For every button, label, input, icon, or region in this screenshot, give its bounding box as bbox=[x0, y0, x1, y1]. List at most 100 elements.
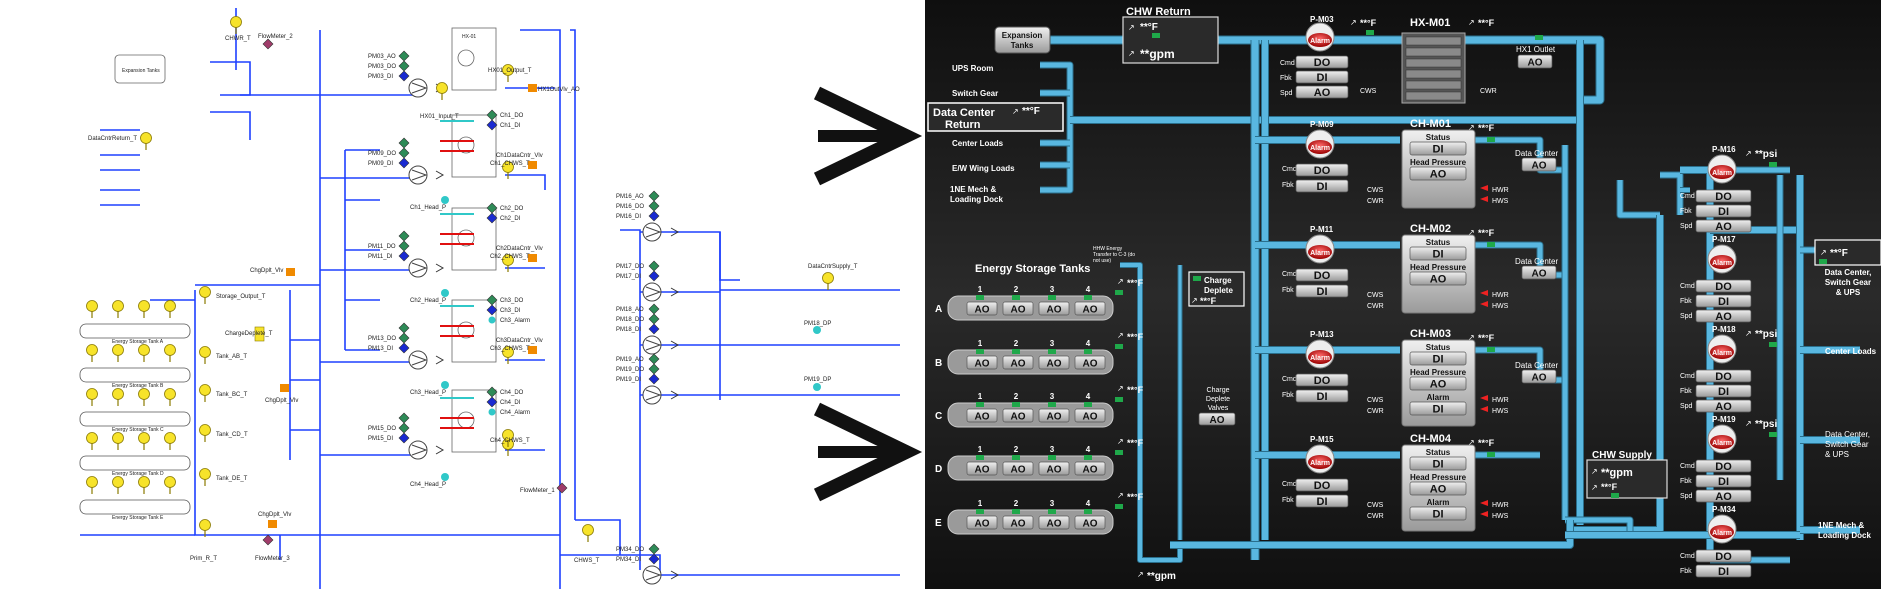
data-center-valve-box[interactable]: AO bbox=[1521, 369, 1557, 384]
tank-sensor[interactable] bbox=[86, 432, 98, 451]
hx01-output-sensor[interactable] bbox=[502, 64, 514, 83]
hx1-outlet-box[interactable]: AO bbox=[1517, 54, 1553, 69]
dist-di-diamond[interactable] bbox=[648, 553, 660, 565]
storage-cell-box[interactable]: AO bbox=[1038, 408, 1070, 423]
dist-di-diamond[interactable] bbox=[648, 270, 660, 282]
ch-chws-sensor[interactable] bbox=[502, 254, 514, 273]
chiller-alarm-box[interactable]: DI bbox=[1409, 506, 1467, 521]
pump-do-diamond[interactable] bbox=[398, 332, 410, 344]
dist-di-diamond[interactable] bbox=[648, 210, 660, 222]
left-pump-4[interactable] bbox=[408, 440, 428, 460]
dist-do-diamond[interactable] bbox=[648, 260, 660, 272]
chiller-cmd-box[interactable]: DO bbox=[1295, 373, 1349, 387]
flowmeter-3-icon[interactable] bbox=[262, 534, 274, 546]
chiller-fbk-box[interactable]: DI bbox=[1295, 494, 1349, 508]
storage-cell-box[interactable]: AO bbox=[1038, 515, 1070, 530]
tank-ab-sensor[interactable] bbox=[199, 346, 211, 365]
chiller-alarm-box[interactable]: DI bbox=[1409, 401, 1467, 416]
tank-sensor[interactable] bbox=[138, 388, 150, 407]
dist-di-diamond[interactable] bbox=[648, 373, 660, 385]
chiller-cmd-box[interactable]: DO bbox=[1295, 478, 1349, 492]
data-center-valve-box[interactable]: AO bbox=[1521, 265, 1557, 280]
chiller-status-box[interactable]: DI bbox=[1409, 351, 1467, 366]
chg-dplt-valve-3[interactable] bbox=[268, 520, 277, 528]
dist-row-box[interactable]: DO bbox=[1695, 369, 1752, 383]
tank-sensor[interactable] bbox=[164, 476, 176, 495]
storage-cell-box[interactable]: AO bbox=[1002, 461, 1034, 476]
tank-sensor[interactable] bbox=[86, 476, 98, 495]
dist-pump-1[interactable] bbox=[642, 282, 662, 302]
pump-ao-diamond[interactable] bbox=[398, 50, 410, 62]
storage-cell-box[interactable]: AO bbox=[1074, 355, 1106, 370]
pump-ao-diamond[interactable] bbox=[398, 322, 410, 334]
chiller-fbk-box[interactable]: DI bbox=[1295, 284, 1349, 298]
storage-cell-box[interactable]: AO bbox=[1074, 301, 1106, 316]
chiller-pump-alarm[interactable]: Alarm bbox=[1305, 234, 1335, 264]
dist-di-diamond[interactable] bbox=[648, 323, 660, 335]
dist-row-box[interactable]: DI bbox=[1695, 384, 1752, 398]
storage-cell-box[interactable]: AO bbox=[1074, 515, 1106, 530]
tank-bc-sensor[interactable] bbox=[199, 384, 211, 403]
tank-sensor[interactable] bbox=[138, 432, 150, 451]
prim-r-sensor[interactable] bbox=[199, 519, 211, 538]
pump-do-diamond[interactable] bbox=[398, 422, 410, 434]
left-pump-3[interactable] bbox=[408, 350, 428, 370]
dist-row-box[interactable]: DI bbox=[1695, 204, 1752, 218]
storage-output-sensor[interactable] bbox=[199, 286, 211, 305]
dist-row-box[interactable]: DI bbox=[1695, 294, 1752, 308]
tank-cd-sensor[interactable] bbox=[199, 424, 211, 443]
ch-chws-sensor[interactable] bbox=[502, 161, 514, 180]
pump-di-diamond[interactable] bbox=[398, 432, 410, 444]
dist-pump-alarm[interactable]: Alarm bbox=[1707, 424, 1737, 454]
dist-row-box[interactable]: DO bbox=[1695, 189, 1752, 203]
dist-do-diamond[interactable] bbox=[648, 200, 660, 212]
dist-ao-diamond[interactable] bbox=[648, 303, 660, 315]
left-chiller-0[interactable] bbox=[451, 27, 497, 91]
datactr-supply-sensor[interactable] bbox=[822, 272, 834, 291]
pump-di-diamond[interactable] bbox=[398, 250, 410, 262]
chiller-fbk-box[interactable]: DI bbox=[1295, 389, 1349, 403]
dist-ao-diamond[interactable] bbox=[648, 353, 660, 365]
pump-ao-diamond[interactable] bbox=[398, 230, 410, 242]
left-pump-1[interactable] bbox=[408, 165, 428, 185]
dist-do-diamond[interactable] bbox=[648, 363, 660, 375]
tank-sensor[interactable] bbox=[86, 344, 98, 363]
tank-sensor[interactable] bbox=[112, 476, 124, 495]
dist-pump-alarm[interactable]: Alarm bbox=[1707, 334, 1737, 364]
pump-ao-diamond[interactable] bbox=[398, 412, 410, 424]
hx01-input-sensor[interactable] bbox=[436, 82, 448, 101]
storage-cell-box[interactable]: AO bbox=[1074, 408, 1106, 423]
ch-datactr-valve[interactable] bbox=[528, 346, 537, 354]
tank-sensor[interactable] bbox=[86, 300, 98, 319]
dist-pump-alarm[interactable]: Alarm bbox=[1707, 244, 1737, 274]
tank-sensor[interactable] bbox=[138, 344, 150, 363]
hx-m01[interactable] bbox=[1401, 32, 1466, 104]
storage-cell-box[interactable]: AO bbox=[1002, 301, 1034, 316]
pump-row-box[interactable]: DI bbox=[1295, 70, 1349, 84]
tank-sensor[interactable] bbox=[138, 300, 150, 319]
pump-row-box[interactable]: AO bbox=[1295, 85, 1349, 99]
tank-sensor[interactable] bbox=[164, 344, 176, 363]
charge-deplete-valves-box[interactable]: AO bbox=[1198, 412, 1236, 426]
chiller-pump-alarm[interactable]: Alarm bbox=[1305, 129, 1335, 159]
pump-do-diamond[interactable] bbox=[398, 240, 410, 252]
dist-row-box[interactable]: DO bbox=[1695, 549, 1752, 563]
chiller-head-box[interactable]: AO bbox=[1409, 166, 1467, 181]
chg-dplt-valve[interactable] bbox=[286, 268, 295, 276]
tank-sensor[interactable] bbox=[138, 476, 150, 495]
chiller-fbk-box[interactable]: DI bbox=[1295, 179, 1349, 193]
dist-do-diamond[interactable] bbox=[648, 543, 660, 555]
dist-ao-diamond[interactable] bbox=[648, 190, 660, 202]
left-pump-2[interactable] bbox=[408, 258, 428, 278]
chiller-pump-alarm[interactable]: Alarm bbox=[1305, 444, 1335, 474]
dist-row-box[interactable]: AO bbox=[1695, 219, 1752, 233]
pump-ao-diamond[interactable] bbox=[398, 137, 410, 149]
dist-do-diamond[interactable] bbox=[648, 313, 660, 325]
chiller-cmd-box[interactable]: DO bbox=[1295, 268, 1349, 282]
dist-row-box[interactable]: DO bbox=[1695, 459, 1752, 473]
pump-di-diamond[interactable] bbox=[398, 157, 410, 169]
dist-pump-alarm[interactable]: Alarm bbox=[1707, 514, 1737, 544]
storage-cell-box[interactable]: AO bbox=[1038, 461, 1070, 476]
tank-sensor[interactable] bbox=[112, 344, 124, 363]
dist-pump-alarm[interactable]: Alarm bbox=[1707, 154, 1737, 184]
